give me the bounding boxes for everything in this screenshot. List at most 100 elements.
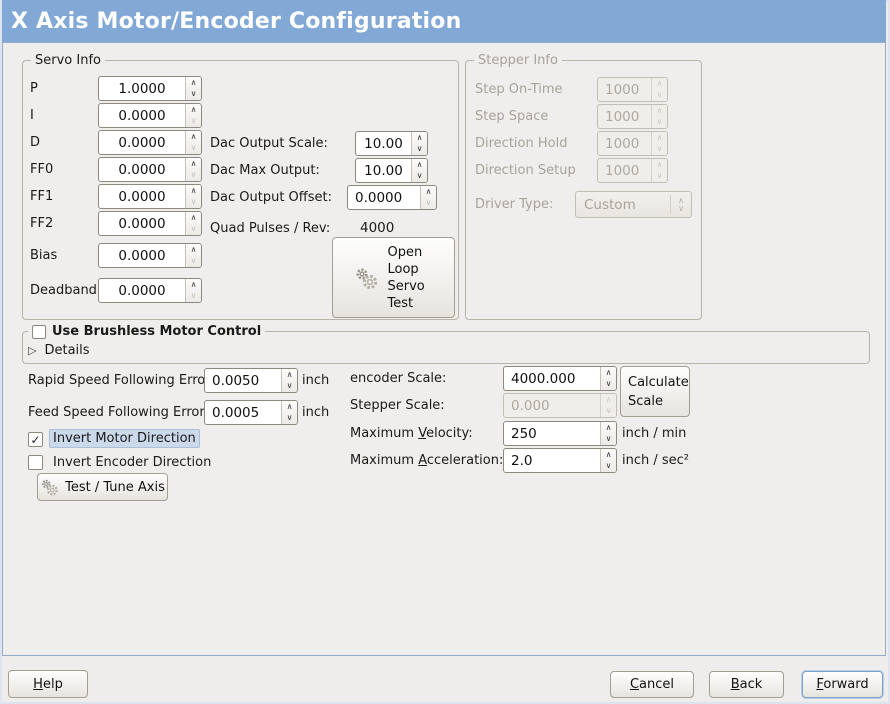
spin-down-icon[interactable]: ∨ xyxy=(190,256,197,266)
spin-down-icon[interactable]: ∨ xyxy=(416,144,423,154)
invert-encoder-label[interactable]: Invert Encoder Direction xyxy=(53,455,212,470)
servo-info-frame: Servo Info xyxy=(22,51,459,320)
gears-icon xyxy=(356,268,377,289)
details-expander[interactable]: ▷ Details xyxy=(28,340,90,360)
brushless-legend: Use Brushless Motor Control xyxy=(28,322,266,341)
use-brushless-checkbox[interactable] xyxy=(32,324,46,339)
dac-output-scale-spinbox[interactable]: 10.00 ∧∨ xyxy=(355,131,428,156)
step-space-spinbox: 1000 ∧∨ xyxy=(597,104,668,129)
invert-motor-label[interactable]: Invert Motor Direction xyxy=(49,429,200,448)
spin-up-icon[interactable]: ∧ xyxy=(425,186,432,196)
encoder-scale-label: encoder Scale: xyxy=(350,371,447,386)
spin-down-icon[interactable]: ∨ xyxy=(190,291,197,301)
maximum-velocity-label: Maximum Velocity: xyxy=(350,426,473,441)
spin-up-icon[interactable]: ∧ xyxy=(605,367,612,377)
test-tune-axis-button[interactable]: Test / Tune Axis xyxy=(37,473,168,501)
use-brushless-label: Use Brushless Motor Control xyxy=(52,324,262,339)
spin-down-icon[interactable]: ∨ xyxy=(190,224,197,234)
open-loop-button-label: Open Loop Servo Test xyxy=(387,244,425,311)
spin-down-icon[interactable]: ∨ xyxy=(425,198,432,208)
maximum-velocity-spinbox[interactable]: 250 ∧∨ xyxy=(503,421,617,446)
spin-down-icon[interactable]: ∨ xyxy=(190,89,197,99)
rapid-following-error-label: Rapid Speed Following Error: xyxy=(28,373,215,388)
spin-up-icon[interactable]: ∧ xyxy=(190,77,197,87)
spin-down-icon[interactable]: ∨ xyxy=(286,381,293,391)
feed-following-error-spinbox[interactable]: 0.0005 ∧∨ xyxy=(204,400,298,425)
cancel-button[interactable]: Cancel xyxy=(610,671,694,698)
maximum-acceleration-label: Maximum Acceleration: xyxy=(350,453,504,468)
deadband-spinbox[interactable]: 0.0000 ∧∨ xyxy=(98,278,202,303)
bias-spinbox[interactable]: 0.0000 ∧∨ xyxy=(98,243,202,268)
gears-icon xyxy=(42,479,58,496)
acceleration-unit-label: inch / sec² xyxy=(622,453,690,468)
spin-down-icon[interactable]: ∨ xyxy=(190,197,197,207)
spin-down-icon[interactable]: ∨ xyxy=(605,461,612,471)
quad-pulses-label: Quad Pulses / Rev: xyxy=(210,221,331,236)
forward-label: Forward xyxy=(816,677,869,692)
step-on-time-label: Step On-Time xyxy=(475,82,563,97)
help-button[interactable]: Help xyxy=(8,670,88,698)
spin-up-icon[interactable]: ∧ xyxy=(416,159,423,169)
spin-up-icon[interactable]: ∧ xyxy=(190,212,197,222)
spin-down-icon[interactable]: ∨ xyxy=(190,116,197,126)
spin-down-icon: ∨ xyxy=(656,117,663,127)
dac-output-offset-spinbox[interactable]: 0.0000 ∧∨ xyxy=(347,185,437,210)
expander-icon[interactable]: ▷ xyxy=(28,343,37,357)
check-icon: ✓ xyxy=(30,432,41,447)
calculate-scale-label: Calculate Scale xyxy=(628,374,689,409)
spin-down-icon: ∨ xyxy=(656,171,663,181)
p-label: P xyxy=(30,81,38,96)
i-label: I xyxy=(30,108,34,123)
d-spinbox[interactable]: 0.0000 ∧∨ xyxy=(98,130,202,155)
ff0-spinbox[interactable]: 0.0000 ∧∨ xyxy=(98,157,202,182)
encoder-scale-spinbox[interactable]: 4000.000 ∧∨ xyxy=(503,366,617,391)
spin-up-icon: ∧ xyxy=(656,105,663,115)
spin-up-icon[interactable]: ∧ xyxy=(605,449,612,459)
back-label: Back xyxy=(730,677,763,692)
stepper-info-frame: Stepper Info xyxy=(465,51,702,320)
spin-down-icon[interactable]: ∨ xyxy=(190,170,197,180)
invert-encoder-checkbox[interactable] xyxy=(28,455,43,470)
spin-down-icon[interactable]: ∨ xyxy=(605,379,612,389)
back-button[interactable]: Back xyxy=(709,671,784,698)
quad-pulses-value: 4000 xyxy=(360,220,395,236)
spin-up-icon[interactable]: ∧ xyxy=(416,132,423,142)
spin-down-icon[interactable]: ∨ xyxy=(416,171,423,181)
dac-max-output-spinbox[interactable]: 10.00 ∧∨ xyxy=(355,158,428,183)
spin-up-icon[interactable]: ∧ xyxy=(286,369,293,379)
spin-up-icon[interactable]: ∧ xyxy=(190,279,197,289)
ff1-label: FF1 xyxy=(30,189,54,204)
stepper-scale-label: Stepper Scale: xyxy=(350,398,445,413)
spin-down-icon[interactable]: ∨ xyxy=(286,413,293,423)
spin-up-icon[interactable]: ∧ xyxy=(286,401,293,411)
maximum-acceleration-spinbox[interactable]: 2.0 ∧∨ xyxy=(503,448,617,473)
forward-button[interactable]: Forward xyxy=(802,671,883,698)
i-spinbox[interactable]: 0.0000 ∧∨ xyxy=(98,103,202,128)
spin-up-icon[interactable]: ∧ xyxy=(190,131,197,141)
details-label: Details xyxy=(44,342,90,358)
spin-up-icon[interactable]: ∧ xyxy=(190,158,197,168)
dac-max-output-label: Dac Max Output: xyxy=(210,163,320,178)
spin-up-icon[interactable]: ∧ xyxy=(190,104,197,114)
ff2-spinbox[interactable]: 0.0000 ∧∨ xyxy=(98,211,202,236)
stepper-scale-spinbox: 0.000 ∧∨ xyxy=(503,393,617,418)
p-spinbox[interactable]: 1.0000 ∧∨ xyxy=(98,76,202,101)
spin-up-icon: ∧ xyxy=(656,132,663,142)
spin-up-icon[interactable]: ∧ xyxy=(190,185,197,195)
servo-info-legend: Servo Info xyxy=(31,51,105,70)
driver-type-label: Driver Type: xyxy=(475,197,554,212)
ff1-spinbox[interactable]: 0.0000 ∧∨ xyxy=(98,184,202,209)
ff0-label: FF0 xyxy=(30,162,54,177)
test-tune-axis-label: Test / Tune Axis xyxy=(65,479,165,495)
spin-up-icon[interactable]: ∧ xyxy=(190,244,197,254)
spin-down-icon[interactable]: ∨ xyxy=(190,143,197,153)
rapid-following-error-spinbox[interactable]: 0.0050 ∧∨ xyxy=(204,368,298,393)
spin-up-icon[interactable]: ∧ xyxy=(605,422,612,432)
driver-type-value: Custom xyxy=(584,196,636,213)
invert-motor-checkbox[interactable]: ✓ xyxy=(28,432,43,447)
spin-down-icon: ∨ xyxy=(656,144,663,154)
open-loop-servo-test-button[interactable]: Open Loop Servo Test xyxy=(332,237,455,318)
calculate-scale-button[interactable]: Calculate Scale xyxy=(620,366,690,417)
brushless-frame: Use Brushless Motor Control xyxy=(22,322,870,364)
spin-down-icon[interactable]: ∨ xyxy=(605,434,612,444)
